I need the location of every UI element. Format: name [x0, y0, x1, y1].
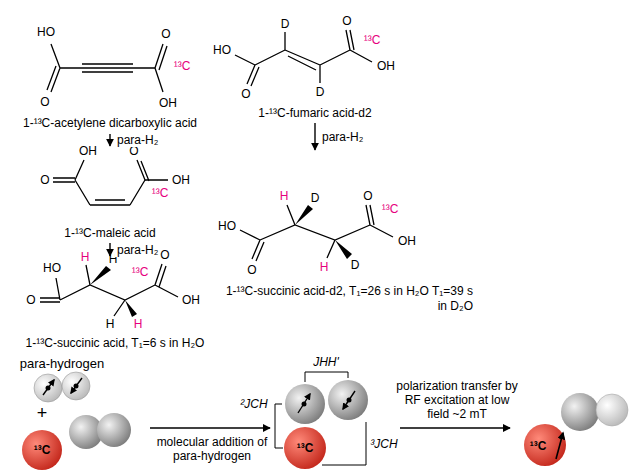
atom-label: O [161, 27, 170, 41]
spin-dot [302, 402, 307, 407]
atom-symbol: ¹³C [530, 439, 547, 454]
atom-label: HO [213, 43, 231, 57]
atom-label: D [351, 258, 360, 272]
coupling-bracket [305, 372, 348, 382]
compound-name-text: 1-¹³C-fumaric acid-d2 [258, 106, 371, 121]
arrow-label: para-H₂ [115, 243, 160, 257]
atom-symbol: ¹³C [34, 443, 51, 458]
atom-label: OH [79, 144, 97, 158]
bond-lines [235, 30, 372, 86]
bond-lines [240, 205, 393, 261]
carbon13-sphere [524, 424, 566, 466]
spin-arrow [71, 378, 82, 393]
hydrogen-sphere [62, 372, 90, 400]
bond-lines [47, 44, 167, 92]
reaction-arrow [400, 427, 510, 428]
spin-dot [347, 398, 352, 403]
coupling-label: ³JCH [370, 437, 397, 451]
atom-label: O [247, 263, 256, 277]
compound-name-text: 1-¹³C-acetylene dicarboxylic acid [23, 116, 197, 131]
compound-name-text: 1-¹³C-succinic acid-d2, T₁=26 s in H₂O T… [221, 284, 473, 314]
molecule-model: ¹³C [270, 378, 400, 470]
labelled-atom: H [320, 260, 329, 274]
atom-label: O [26, 293, 35, 307]
labelled-atom: ¹³C [174, 59, 191, 73]
bond-lines [53, 160, 168, 205]
atom-label: O [160, 248, 169, 262]
compound-name-text: 1-¹³C-succinic acid, T₁=6 s in H₂O [26, 336, 205, 351]
wedge-bond [295, 205, 352, 259]
labelled-atom: H [134, 317, 143, 331]
atom-label: OH [377, 59, 395, 73]
spin-arrow [43, 380, 54, 395]
molecule-model: ¹³C [510, 378, 630, 470]
spin-arrow [556, 433, 563, 459]
hydrogen-sphere [34, 374, 62, 402]
molecule-label: para-hydrogen [15, 356, 115, 404]
coupling-bracket [322, 422, 366, 465]
arrow-label: para-H₂ [115, 133, 160, 147]
carbon13-sphere [284, 427, 326, 469]
atom-label: D [281, 17, 290, 31]
arrow-label: polarization transfer by RF excitation a… [393, 379, 521, 421]
atom-label: O [363, 189, 372, 203]
compound-name: 1-¹³C-maleic acid [5, 146, 215, 243]
atom-label: H [106, 317, 115, 331]
plus-sign: + [37, 406, 48, 420]
coupling-label: ²JCH [240, 397, 267, 411]
carbon-sphere [97, 413, 131, 447]
labelled-atom: H [81, 250, 90, 264]
wedge-bond [90, 266, 137, 317]
atom-label: D [311, 191, 320, 205]
compound-name-text: para-hydrogen [20, 356, 105, 371]
atom-label: O [241, 87, 250, 101]
atom-label: O [40, 95, 49, 109]
carbon-sphere [328, 380, 368, 420]
labelled-atom: H [280, 189, 289, 203]
arrow-label: molecular addition of para-hydrogen [154, 435, 270, 463]
carbon13-sphere [22, 430, 62, 470]
compound-name: 1-¹³C-succinic acid-d2, T₁=26 s in H₂O T… [215, 150, 477, 320]
spin-dot [74, 384, 79, 389]
hydrogen-sphere [596, 394, 628, 426]
reaction-arrow [150, 427, 270, 428]
atom-label: O [342, 14, 351, 28]
labelled-atom: ¹³C [382, 202, 399, 216]
compound-name-text: 1-¹³C-maleic acid [64, 226, 155, 241]
arrow-label: para-H₂ [320, 130, 365, 144]
coupling-bracket [275, 404, 283, 448]
reaction-arrow [109, 134, 110, 146]
spin-dot [46, 386, 51, 391]
spin-arrow [298, 394, 310, 413]
atom-label: OH [398, 234, 416, 248]
reaction-arrow [314, 123, 315, 150]
labelled-atom: ¹³C [132, 265, 149, 279]
atom-label: O [40, 173, 49, 187]
carbon-sphere [285, 384, 325, 424]
atom-label: OH [159, 96, 177, 110]
atom-symbol: ¹³C [297, 441, 314, 456]
atom-label: HO [218, 219, 236, 233]
atom-label: HO [37, 25, 55, 39]
atom-label: D [316, 85, 325, 99]
labelled-atom: ¹³C [364, 33, 381, 47]
atom-label: OH [172, 173, 190, 187]
molecule-model: ¹³C [15, 418, 150, 470]
spin-arrow [343, 391, 355, 409]
atom-label: HO [43, 261, 61, 275]
labelled-atom: ¹³C [152, 186, 169, 200]
atom-label: OH [182, 293, 200, 307]
coupling-label: JHH' [313, 355, 339, 369]
carbon-sphere [561, 393, 599, 431]
